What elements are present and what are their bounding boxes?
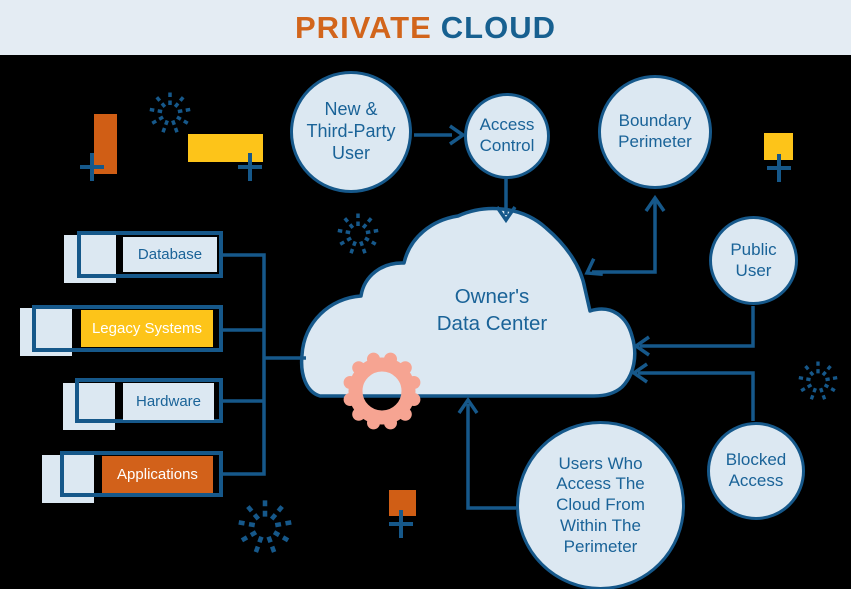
plus-icon [78, 151, 106, 183]
starburst-icon [147, 90, 193, 135]
component-label-legacy-systems: Legacy Systems [81, 310, 213, 347]
node-users-within-perimeter: Users Who Access The Cloud From Within T… [516, 421, 685, 589]
cloud-label: Owner's Data Center [436, 285, 548, 335]
node-public-user: Public User [709, 216, 798, 305]
orange-bar-decoration [94, 114, 117, 174]
node-new-third-party-user: New & Third-Party User [290, 71, 412, 193]
plus-icon [236, 151, 264, 183]
component-frame-hardware [75, 378, 223, 423]
component-frame-applications [60, 451, 223, 497]
component-frame-database [77, 231, 223, 278]
starburst-icon [796, 359, 840, 402]
node-blocked-access: Blocked Access [707, 422, 805, 520]
node-boundary-perimeter: Boundary Perimeter [598, 75, 712, 189]
gear-icon [343, 352, 421, 430]
component-label-database: Database [123, 237, 217, 272]
title-accent: PRIVATE [295, 9, 432, 45]
component-frame-legacy-systems [32, 305, 223, 352]
component-label-hardware: Hardware [123, 383, 214, 420]
starburst-icon [335, 211, 381, 256]
plus-icon [765, 152, 793, 184]
title-rest: CLOUD [440, 9, 556, 45]
connector-lines [223, 124, 755, 510]
node-access-control: Access Control [464, 93, 550, 179]
component-label-applications: Applications [102, 456, 213, 493]
starburst-icon [238, 500, 292, 553]
plus-icon [387, 508, 415, 540]
page-title: PRIVATE CLOUD [0, 0, 851, 55]
